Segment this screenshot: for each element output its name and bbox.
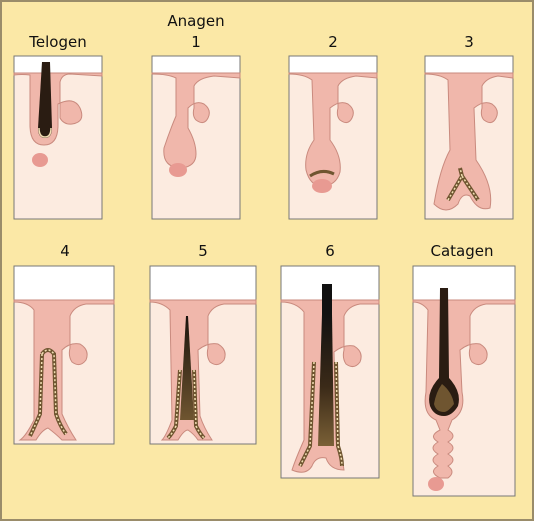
follicle bbox=[412, 299, 516, 479]
follicle bbox=[288, 72, 378, 187]
dermal-papilla bbox=[428, 477, 444, 491]
follicle bbox=[13, 72, 103, 146]
panel-anagen-1 bbox=[151, 55, 241, 220]
dermal-papilla bbox=[32, 153, 48, 167]
dermal-papilla bbox=[312, 179, 332, 193]
panel-telogen bbox=[13, 55, 103, 220]
hair-shaft bbox=[429, 288, 459, 416]
label-telogen: Telogen bbox=[28, 33, 86, 51]
follicle bbox=[151, 72, 241, 169]
matrix-line bbox=[309, 169, 335, 178]
label-anagen-4: 4 bbox=[60, 242, 70, 260]
label-anagen-5: 5 bbox=[198, 242, 208, 260]
label-anagen-6: 6 bbox=[325, 242, 335, 260]
hair-sheath bbox=[38, 127, 52, 138]
dermal-papilla bbox=[169, 163, 187, 177]
label-anagen-1: 1 bbox=[191, 33, 201, 51]
panel-anagen-2 bbox=[288, 55, 378, 220]
hair-shaft bbox=[180, 316, 194, 420]
follicle bbox=[424, 72, 514, 211]
panel-catagen bbox=[412, 265, 516, 497]
label-catagen: Catagen bbox=[431, 242, 494, 260]
hair-shaft bbox=[322, 284, 332, 314]
anagen-header-label: Anagen bbox=[167, 12, 224, 30]
panel-anagen-5 bbox=[149, 265, 257, 445]
panel-anagen-3 bbox=[424, 55, 514, 220]
hair-shaft bbox=[38, 62, 52, 138]
label-anagen-2: 2 bbox=[328, 33, 338, 51]
label-anagen-3: 3 bbox=[464, 33, 474, 51]
panel-anagen-6 bbox=[280, 265, 380, 479]
panel-anagen-4 bbox=[13, 265, 115, 445]
